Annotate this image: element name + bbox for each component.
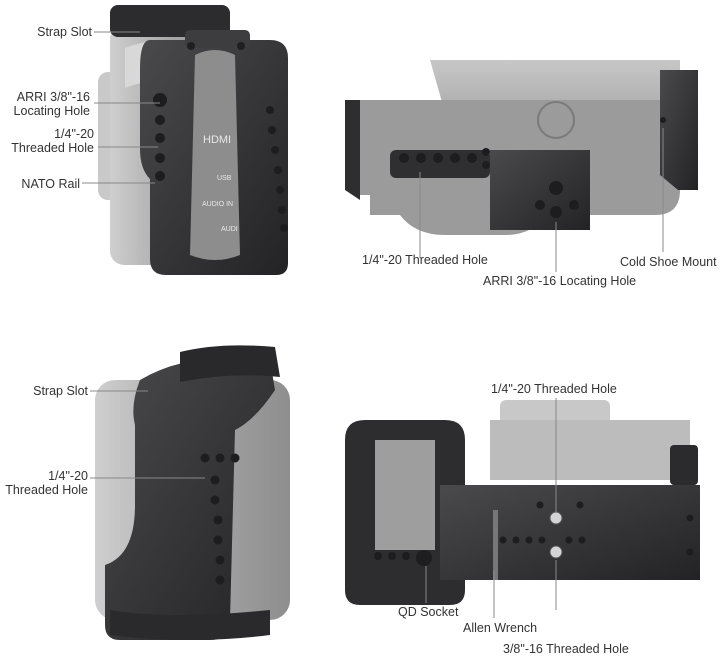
label-threaded-38-bottom: 3/8"-16 Threaded Hole: [503, 642, 629, 656]
lens-mount-top: [500, 400, 610, 425]
port-label-usb: USB: [217, 175, 232, 182]
bottom-right-plate: [670, 445, 698, 485]
cold-shoe-side-plate: [660, 70, 698, 190]
grip-bottom-plate: [110, 610, 270, 640]
leader-lines: [82, 31, 664, 618]
label-threaded-bottom-top: 1/4"-20 Threaded Hole: [491, 382, 617, 396]
top-handle: [110, 5, 230, 37]
label-threaded-top: 1/4"-20 Threaded Hole: [362, 253, 488, 267]
port-label-audi: AUDI: [221, 226, 238, 233]
label-arri-locating-top: ARRI 3/8"-16 Locating Hole: [483, 274, 637, 288]
label-qd-socket: QD Socket: [398, 605, 459, 619]
panel-bottom: [345, 400, 700, 605]
label-cold-shoe: Cold Shoe Mount: [620, 255, 717, 269]
cage-top-rail: [390, 150, 490, 178]
port-label-hdmi: HDMI: [203, 134, 232, 146]
label-nato-rail: NATO Rail: [21, 177, 80, 191]
bottom-threaded-38: [549, 545, 563, 559]
top-dial: [537, 101, 575, 139]
panel-grip-side: [95, 345, 290, 640]
label-threaded-1: 1/4"-20 Threaded Hole: [11, 127, 94, 155]
label-threaded-grip: 1/4"-20 Threaded Hole: [5, 469, 88, 497]
top-holes: [399, 117, 666, 218]
port-panel: [190, 50, 240, 260]
allen-wrench-slot: [493, 510, 498, 580]
panel-side-left: [98, 5, 288, 275]
battery-door: [375, 440, 435, 550]
label-strap-slot-1: Strap Slot: [37, 25, 92, 39]
bottom-base-plate: [440, 485, 700, 580]
grip-cage: [105, 357, 275, 640]
cage-left-edge: [345, 100, 360, 200]
grip-holes: [200, 453, 240, 585]
port-label-audio-in: AUDIO IN: [202, 201, 234, 208]
bottom-threaded-quarter: [549, 511, 563, 525]
cage-top-plate: [490, 150, 590, 230]
strap-slot-clamp: [185, 30, 250, 48]
label-arri-locating-1: ARRI 3/8"-16 Locating Hole: [13, 90, 90, 118]
label-strap-slot-2: Strap Slot: [33, 384, 88, 398]
camera-bottom-top: [490, 420, 690, 480]
panel-top: [345, 60, 698, 235]
grip-top-handle: [180, 345, 280, 382]
bottom-holes: [374, 501, 694, 566]
label-allen-wrench: Allen Wrench: [463, 621, 538, 635]
strap-slot-screws: [187, 42, 245, 50]
